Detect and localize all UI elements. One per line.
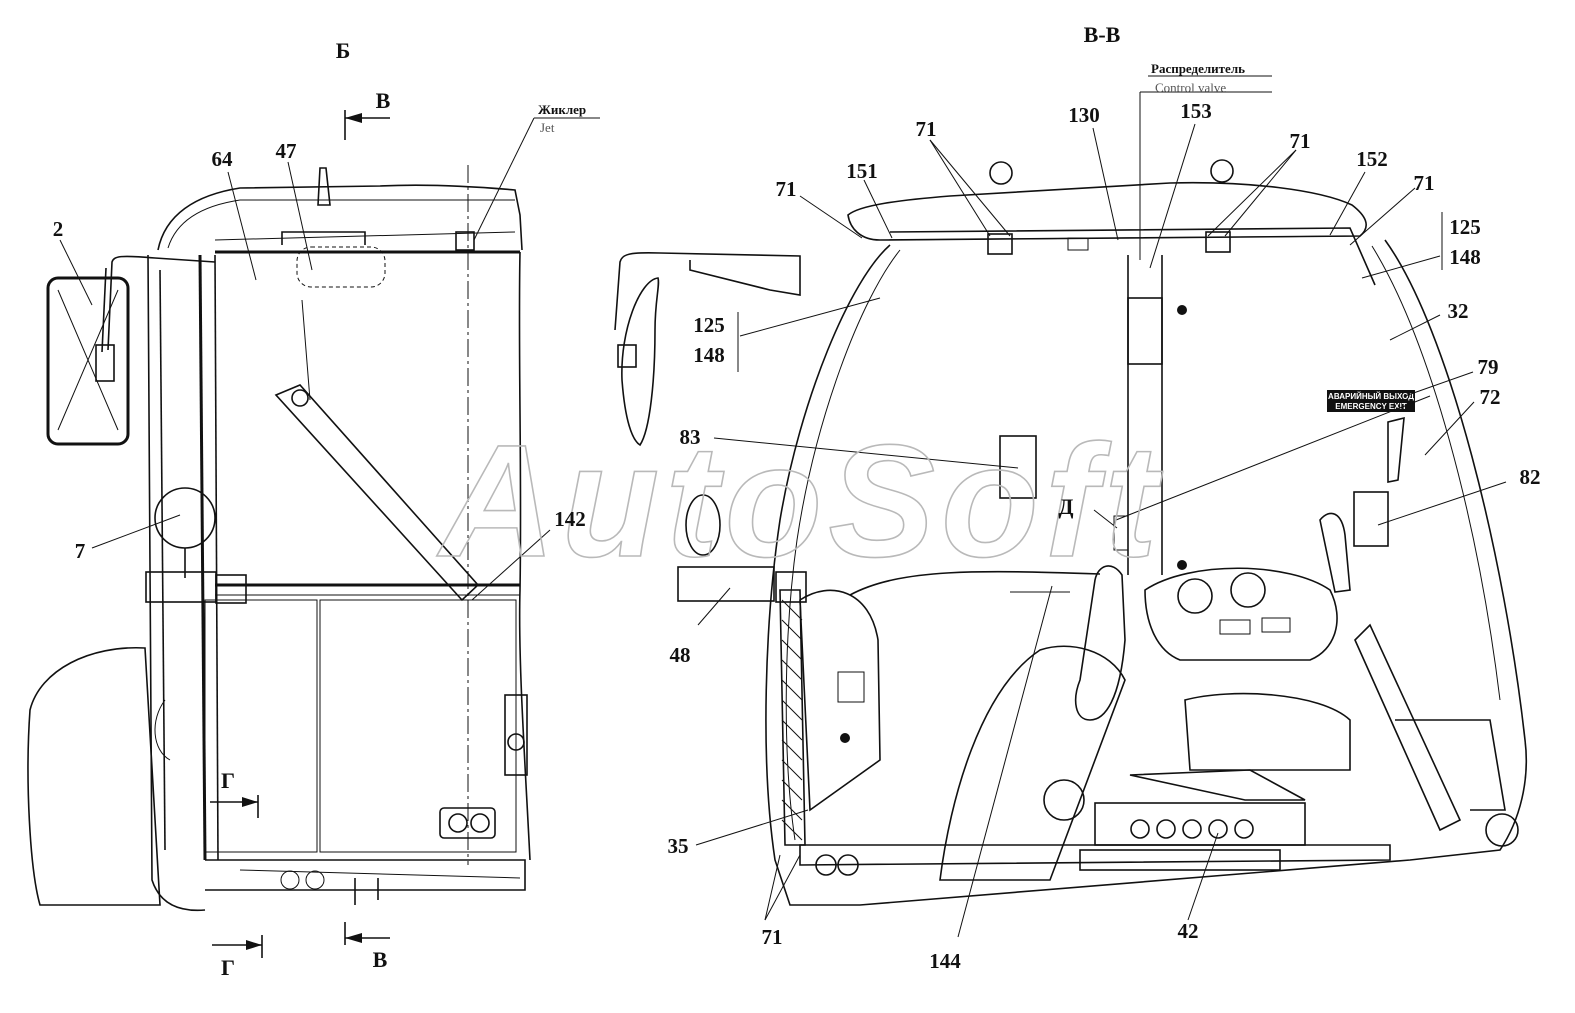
callout-72: 72 xyxy=(1480,385,1501,409)
callout-148-b: 148 xyxy=(693,343,725,367)
callout-71-b: 71 xyxy=(916,117,937,141)
view-title-b-b: В-В xyxy=(1084,22,1121,47)
callout-153: 153 xyxy=(1180,99,1212,123)
callout-42: 42 xyxy=(1178,919,1199,943)
callout-151: 151 xyxy=(846,159,878,183)
callout-35: 35 xyxy=(668,834,689,858)
callout-142: 142 xyxy=(554,507,586,531)
watermark: AutoSoft xyxy=(436,411,1163,590)
callout-48: 48 xyxy=(670,643,691,667)
section-mark-b-bottom: В xyxy=(373,947,388,972)
note-jet-en: Jet xyxy=(540,120,555,135)
callout-47: 47 xyxy=(276,139,297,163)
callout-71-e: 71 xyxy=(762,925,783,949)
callout-148-a: 148 xyxy=(1449,245,1481,269)
callout-71-c: 71 xyxy=(1290,129,1311,153)
callout-125-a: 125 xyxy=(1449,215,1481,239)
emergency-sign-line1: АВАРИЙНЫЙ ВЫХОД xyxy=(1328,392,1414,401)
callout-64: 64 xyxy=(212,147,234,171)
callout-2: 2 xyxy=(53,217,64,241)
callout-71-d: 71 xyxy=(1414,171,1435,195)
note-valve-en: Control valve xyxy=(1155,80,1226,95)
view-title-b: Б xyxy=(336,38,351,63)
callout-82: 82 xyxy=(1520,465,1541,489)
callout-130: 130 xyxy=(1068,103,1100,127)
callout-7: 7 xyxy=(75,539,86,563)
callout-83: 83 xyxy=(680,425,701,449)
callout-125-b: 125 xyxy=(693,313,725,337)
callout-79: 79 xyxy=(1478,355,1499,379)
emergency-sign-line2: EMERGENCY EXIT xyxy=(1335,402,1407,411)
section-mark-g-lower: Г xyxy=(221,955,235,980)
callout-144: 144 xyxy=(929,949,961,973)
section-mark-g-upper: Г xyxy=(221,768,235,793)
section-mark-d: Д xyxy=(1058,494,1073,519)
callout-71-a: 71 xyxy=(776,177,797,201)
callout-32: 32 xyxy=(1448,299,1469,323)
section-mark-b-top: В xyxy=(376,88,391,113)
view-b-b: АВАРИЙНЫЙ ВЫХОД EMERGENCY EXIT xyxy=(614,91,1528,938)
view-b xyxy=(27,110,600,958)
note-jet-ru: Жиклер xyxy=(538,102,586,117)
note-valve-ru: Распределитель xyxy=(1151,61,1245,76)
callout-152: 152 xyxy=(1356,147,1388,171)
